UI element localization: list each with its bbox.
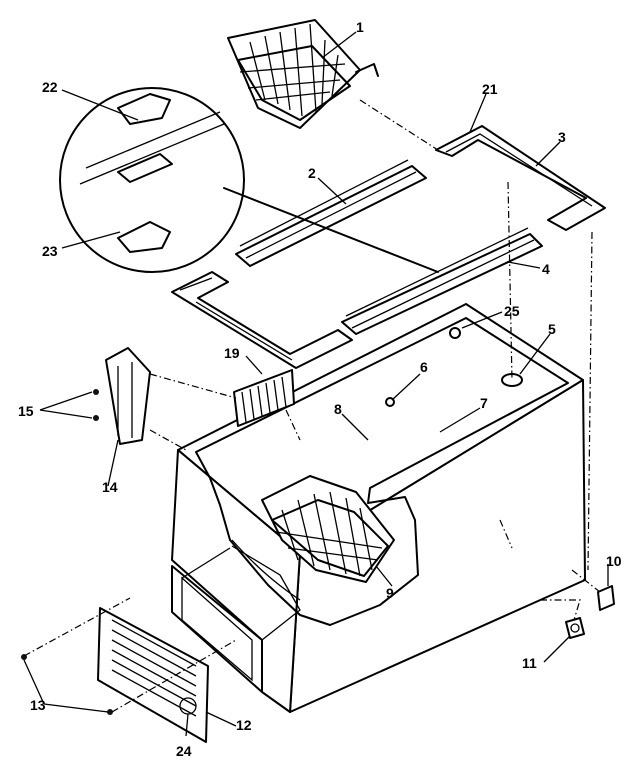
frame-front [171, 271, 353, 369]
callout-14: 14 [102, 479, 118, 495]
callout-8: 8 [334, 401, 342, 417]
callout-labels: 1 2 3 4 5 6 7 8 9 10 11 12 13 14 15 19 2… [18, 19, 622, 759]
pointer-lines [23, 31, 609, 737]
callout-2: 2 [308, 165, 316, 181]
callout-23: 23 [42, 243, 58, 259]
drain-cap-10 [597, 585, 615, 611]
callout-24: 24 [176, 743, 192, 759]
callout-7: 7 [480, 395, 488, 411]
callout-21: 21 [482, 81, 498, 97]
callout-9: 9 [386, 585, 394, 601]
drain-plug-11 [565, 617, 585, 639]
evaporator-19 [233, 369, 295, 427]
callout-12: 12 [236, 717, 252, 733]
callout-25: 25 [504, 303, 520, 319]
basket-9 [261, 475, 395, 583]
callout-19: 19 [224, 345, 240, 361]
hole-25 [449, 327, 461, 339]
callout-10: 10 [606, 553, 622, 569]
detail-circle [59, 87, 439, 273]
frame-3 [435, 125, 606, 231]
callout-4: 4 [542, 261, 550, 277]
hinge-bracket-14 [93, 347, 151, 445]
callout-6: 6 [420, 359, 428, 375]
callout-15: 15 [18, 403, 34, 419]
divider-rail-2 [235, 159, 427, 267]
cabinet-body [171, 303, 586, 713]
basket-1 [227, 19, 379, 129]
leader-lines [23, 99, 601, 713]
grille-panel [21, 607, 209, 743]
callout-3: 3 [558, 129, 566, 145]
callout-5: 5 [548, 321, 556, 337]
callout-1: 1 [356, 19, 364, 35]
callout-11: 11 [522, 655, 537, 671]
callout-13: 13 [30, 697, 46, 713]
callout-22: 22 [42, 79, 58, 95]
